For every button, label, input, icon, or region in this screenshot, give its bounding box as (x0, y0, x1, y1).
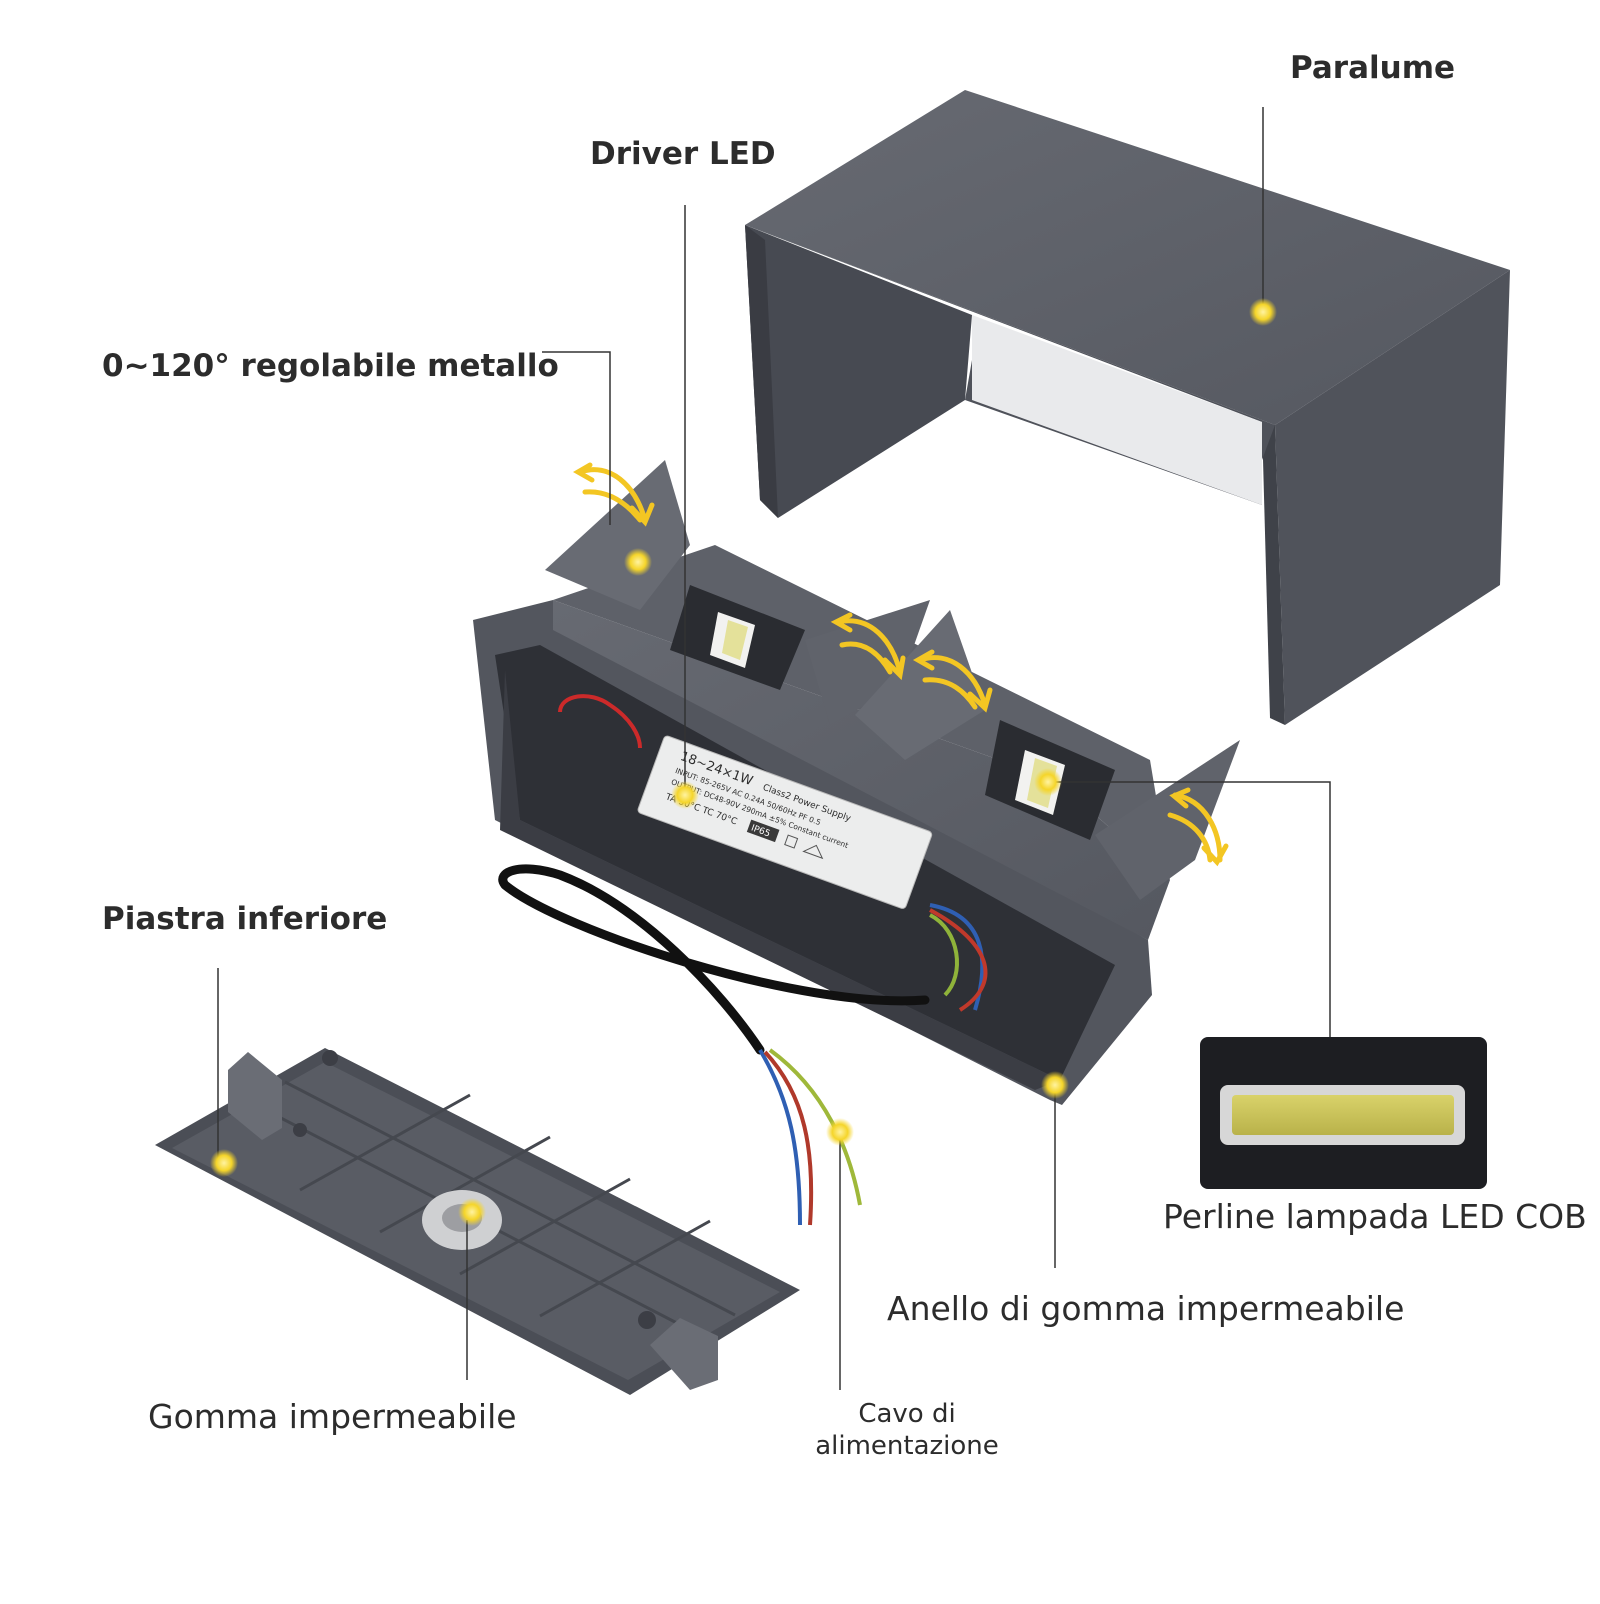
housing: 18~24×1W Class2 Power Supply INPUT: 85-2… (473, 460, 1240, 1105)
adjustable-flap-4 (1095, 740, 1240, 900)
label-rubber-ring: Anello di gomma impermeabile (887, 1289, 1404, 1328)
cob-led-inset (1200, 1037, 1487, 1189)
adjustable-flap-1 (545, 460, 690, 610)
label-adjustable-metal: 0~120° regolabile metallo (102, 348, 559, 384)
adjustable-flap-2 (805, 600, 930, 725)
lampshade (745, 90, 1510, 725)
label-driver-led: Driver LED (590, 136, 776, 172)
hotspot-marker-icon (210, 1149, 238, 1177)
adjust-arrow-icon (573, 462, 1229, 867)
hotspot-marker-icon (458, 1198, 486, 1226)
label-power-cable-1: Cavo di (858, 1399, 955, 1429)
labels: Paralume Driver LED 0~120° regolabile me… (102, 50, 1587, 1461)
label-cob-led: Perline lampada LED COB (1163, 1197, 1587, 1236)
leader-lines (217, 107, 1331, 1390)
hotspot-marker-icon (1034, 768, 1062, 796)
label-paralume: Paralume (1290, 50, 1455, 86)
hotspot-marker-icon (671, 781, 699, 809)
hotspot-marker-icon (624, 548, 652, 576)
internal-wires (558, 694, 642, 749)
label-power-cable-2: alimentazione (815, 1431, 999, 1461)
label-waterproof-rubber: Gomma impermeabile (148, 1397, 517, 1436)
hotspot-marker-icon (1041, 1071, 1069, 1099)
hotspot-marker-icon (826, 1118, 854, 1146)
adjustable-flap-3 (855, 610, 985, 760)
hotspot-marker-icon (1249, 298, 1277, 326)
label-bottom-plate: Piastra inferiore (102, 901, 387, 937)
led-module-1 (670, 585, 805, 690)
hotspot-markers (210, 298, 1277, 1226)
